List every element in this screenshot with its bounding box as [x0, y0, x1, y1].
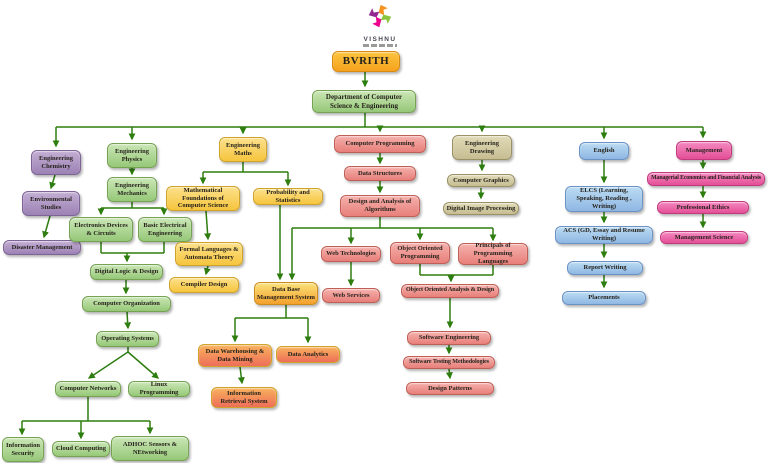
- node-information-retrieval-system: Information Retrieval System: [211, 387, 277, 408]
- node-management: Management: [676, 141, 732, 160]
- node-adhoc-sensors-networking: ADHOC Sensors & NEtworking: [111, 436, 189, 461]
- node-software-testing-methodologies: Software Testing Methodologies: [403, 356, 495, 369]
- node-data-analytics: Data Analytics: [276, 346, 340, 363]
- node-professional-ethics: Professional Ethics: [657, 201, 749, 214]
- node-dbms: Data Base Management System: [254, 282, 318, 305]
- node-engineering-physics: Engineering Physics: [107, 143, 157, 168]
- node-engineering-maths: Engineering Maths: [219, 137, 267, 162]
- node-object-oriented-programming: Object Oriented Programming: [390, 242, 450, 264]
- node-principals-programming-languages: Principals of Programming Languages: [458, 242, 528, 265]
- node-digital-logic-design: Digital Logic & Design: [90, 264, 163, 280]
- node-electronics-devices-circuits: Electronics Devices & Circuits: [69, 217, 133, 242]
- node-data-warehousing-mining: Data Warehousing & Data Mining: [198, 344, 272, 367]
- node-design-analysis-algorithms: Design and Analysis of Algorithms: [340, 195, 420, 217]
- node-computer-organization: Computer Organization: [82, 296, 171, 312]
- node-managerial-economics: Managerial Economics and Financial Analy…: [647, 172, 765, 186]
- node-acs: ACS (GD, Essay and Resume Writing): [555, 226, 653, 244]
- node-bvrith: BVRITH: [332, 51, 400, 72]
- node-mathematical-foundations-cs: Mathematical Foundations of Computer Sci…: [166, 186, 240, 211]
- node-web-services: Web Services: [322, 288, 380, 303]
- logo-tagline-bar: [363, 44, 397, 47]
- node-formal-languages-automata: Formal Languages & Automata Theory: [175, 242, 243, 266]
- node-probability-statistics: Probability and Statistics: [253, 188, 323, 205]
- node-web-technologies: Web Technologies: [321, 246, 381, 262]
- vishnu-logo: VISHNU: [352, 2, 408, 47]
- node-computer-networks: Computer Networks: [55, 381, 121, 397]
- node-engineering-drawing: Engineering Drawing: [452, 135, 512, 160]
- node-disaster-management: Disaster Management: [3, 240, 81, 255]
- node-data-structures: Data Structures: [344, 166, 416, 181]
- node-department: Department of Computer Science & Enginee…: [312, 90, 416, 113]
- node-cloud-computing: Cloud Computing: [52, 441, 110, 457]
- node-engineering-mechanics: Engineering Mechanics: [107, 177, 157, 202]
- node-linux-programming: Linux Programming: [128, 381, 190, 397]
- node-computer-graphics: Computer Graphics: [447, 174, 515, 187]
- node-compiler-design: Compiler Design: [169, 277, 239, 293]
- node-software-engineering: Software Engineering: [407, 331, 491, 345]
- node-operating-systems: Operating Systems: [96, 331, 159, 347]
- node-placements: Placements: [562, 291, 646, 305]
- node-information-security: Information Security: [2, 437, 44, 462]
- node-design-patterns: Design Patterns: [406, 382, 494, 395]
- node-computer-programming: Computer Programming: [334, 135, 426, 153]
- vishnu-pinwheel-icon: [368, 4, 392, 28]
- node-english: English: [579, 142, 629, 160]
- node-basic-electrical-engineering: Basic Electrical Engineering: [138, 217, 192, 242]
- node-environmental-studies: Environmental Studies: [22, 191, 80, 216]
- node-report-writing: Report Writing: [567, 261, 643, 275]
- node-engineering-chemistry: Engineering Chemistry: [31, 150, 81, 175]
- logo-brand-text: VISHNU: [363, 36, 397, 43]
- node-elcs: ELCS (Learning, Speaking, Reading , Writ…: [565, 186, 643, 212]
- node-digital-image-processing: Digital Image Processing: [443, 202, 519, 215]
- node-management-science: Management Science: [660, 231, 748, 244]
- node-object-oriented-analysis-design: Object Oriented Analysis & Design: [401, 284, 499, 298]
